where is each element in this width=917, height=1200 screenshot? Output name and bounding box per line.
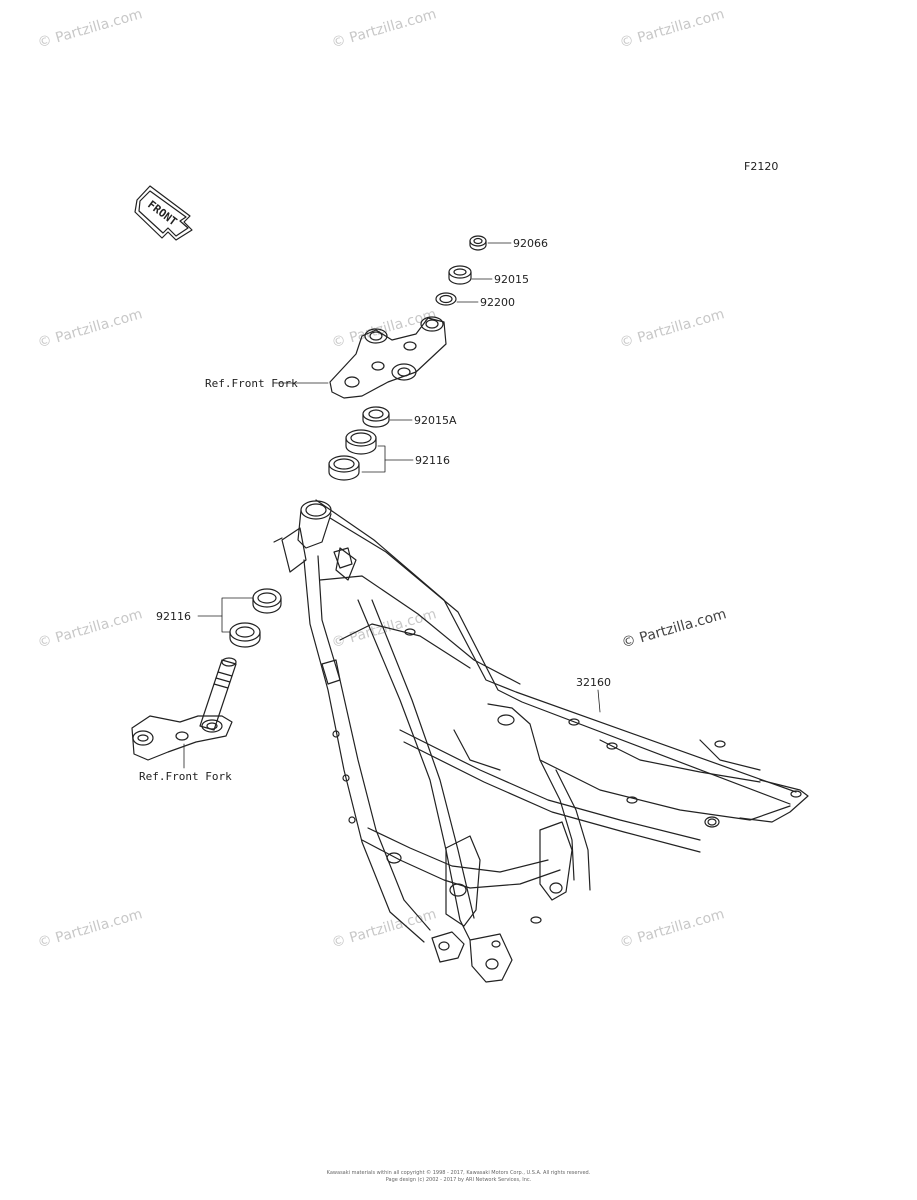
front-arrow-icon <box>134 185 193 241</box>
part-92015A-icon <box>362 406 390 428</box>
diagram-code: F2120 <box>744 160 779 173</box>
part-92015-label[interactable]: 92015 <box>494 273 529 286</box>
part-92015A-label[interactable]: 92015A <box>414 414 457 427</box>
steering-stem-icon <box>131 657 237 761</box>
ref-front-fork-upper[interactable]: Ref.Front Fork <box>205 377 298 390</box>
part-92200-icon <box>435 292 457 306</box>
part-92015-icon <box>448 265 472 285</box>
main-frame-icon <box>273 499 809 983</box>
part-32160-label[interactable]: 32160 <box>576 676 611 689</box>
part-92066-label[interactable]: 92066 <box>513 237 548 250</box>
upper-triple-clamp-icon <box>329 316 447 399</box>
part-92200-label[interactable]: 92200 <box>480 296 515 309</box>
part-92116-lower-label[interactable]: 92116 <box>156 610 191 623</box>
part-92066-icon <box>469 235 487 251</box>
part-92116-upper-label[interactable]: 92116 <box>415 454 450 467</box>
part-92116-upper-icon <box>328 429 377 481</box>
ref-front-fork-lower[interactable]: Ref.Front Fork <box>139 770 232 783</box>
footer-design: Page design (c) 2002 - 2017 by ARI Netwo… <box>385 1177 532 1183</box>
footer-copyright: Kawasaki materials within all copyright … <box>326 1170 591 1176</box>
